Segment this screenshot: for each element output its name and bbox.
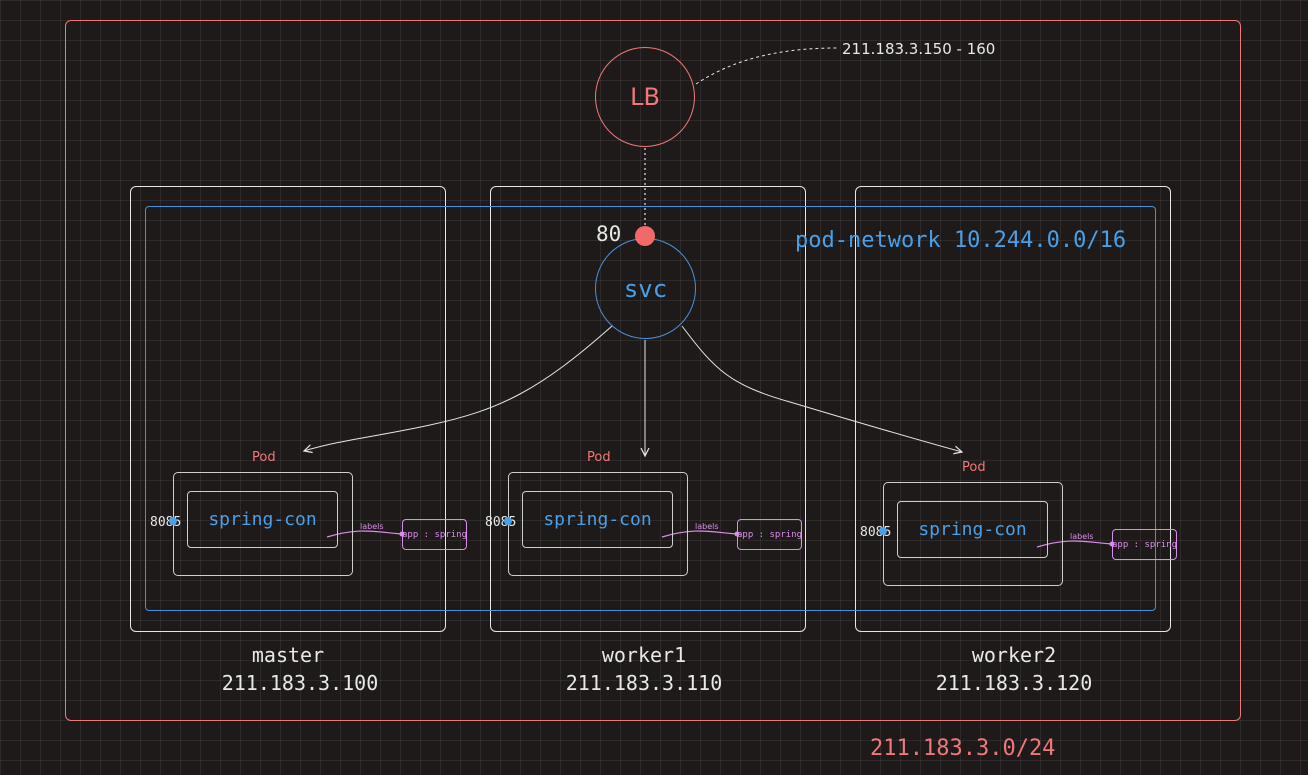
worker1-node-name: worker1 [601, 643, 687, 667]
worker2-node-name: worker2 [971, 643, 1057, 667]
master-port-dot [169, 517, 177, 525]
worker2-labels-caption: labels [1070, 532, 1094, 541]
node-worker1-box [490, 186, 806, 632]
worker2-container: spring-con [897, 501, 1048, 558]
worker1-labels-caption: labels [695, 522, 719, 531]
service-label: svc [623, 274, 668, 303]
pod-network-boundary [145, 206, 1156, 611]
worker1-pod-label: Pod [587, 450, 611, 465]
worker1-container: spring-con [522, 491, 673, 548]
worker1-container-name: spring-con [543, 509, 652, 530]
worker2-node-ip: 211.183.3.120 [935, 671, 1093, 695]
master-labels-caption: labels [360, 522, 384, 531]
service-port-dot [635, 226, 655, 246]
master-label-value: app : spring [401, 529, 468, 540]
worker1-port-dot [504, 517, 512, 525]
worker1-pod-label-tag: app : spring [737, 519, 802, 550]
lb-range-connector [695, 47, 839, 85]
node-master-box [130, 186, 446, 632]
master-pod-label-tag: app : spring [402, 519, 467, 550]
pod-network-label: pod-network 10.244.0.0/16 [795, 228, 1127, 253]
cluster-cidr: 211.183.3.0/24 [870, 736, 1056, 761]
worker2-pod-label: Pod [962, 460, 986, 475]
lb-ip-range: 211.183.3.150 - 160 [842, 40, 996, 58]
svc-to-worker2-pod-arrow [681, 325, 962, 452]
worker2-pod-label-tag: app : spring [1112, 529, 1177, 560]
master-pod-label: Pod [252, 450, 276, 465]
worker2-label-connector [1036, 540, 1115, 548]
cluster-boundary [65, 20, 1241, 721]
service: svc [595, 238, 696, 339]
worker1-node-ip: 211.183.3.110 [565, 671, 723, 695]
worker1-label-connector [661, 530, 740, 538]
worker2-container-name: spring-con [918, 519, 1027, 540]
master-label-connector [326, 530, 405, 538]
lb-label: LB [630, 83, 660, 111]
master-container: spring-con [187, 491, 338, 548]
load-balancer: LB [595, 47, 695, 147]
worker1-label-value: app : spring [736, 529, 803, 540]
node-worker2-box [855, 186, 1171, 632]
master-node-ip: 211.183.3.100 [221, 671, 379, 695]
master-node-name: master [251, 643, 325, 667]
service-port: 80 [596, 222, 622, 246]
worker2-label-value: app : spring [1111, 539, 1178, 550]
svc-to-master-pod-arrow [304, 325, 613, 451]
master-container-name: spring-con [208, 509, 317, 530]
worker2-port-dot [879, 527, 887, 535]
